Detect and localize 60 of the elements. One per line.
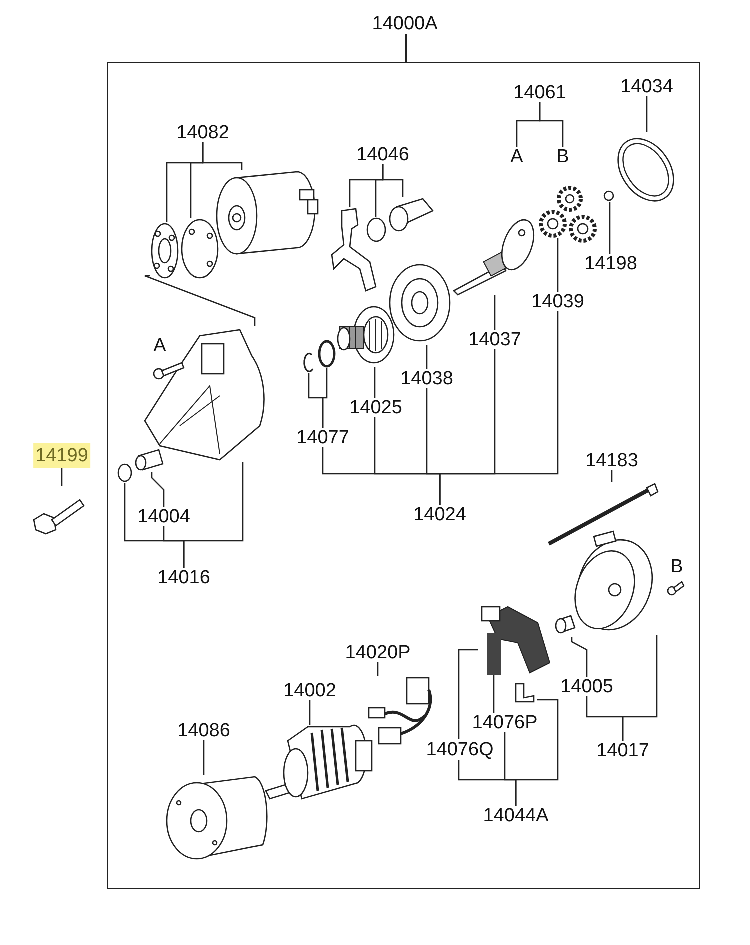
leader-line [557,238,559,292]
part-number: 14004 [138,508,190,526]
leader-line [426,345,428,370]
gear-drawing [538,210,568,238]
leader-line [515,699,559,806]
leader-line [493,675,495,714]
leader-line [539,102,564,148]
leader-line [571,637,588,678]
part-number: 14183 [586,452,638,470]
through-bolt-drawing [545,482,660,548]
part-number: 14061 [514,84,566,102]
leader-line [377,662,379,676]
leader-line [609,202,611,254]
leader-line [611,470,613,482]
part-number: 14198 [584,254,638,274]
leader-line [646,96,648,132]
plate-drawing [180,218,220,280]
part-number: 14025 [350,398,402,418]
ring-drawing [366,217,387,243]
leader-line [203,740,205,775]
armature-drawing [262,725,375,800]
leader-line [439,312,559,506]
part-number: 14020P [345,644,411,662]
leader-line [183,462,244,568]
ring-drawing [117,463,133,483]
part-number: 14046 [356,146,410,164]
gasket-drawing [150,222,180,280]
leader-line [494,295,496,330]
part-number: 14086 [178,722,230,740]
leader-line [202,142,243,170]
part-number: 14082 [176,124,230,142]
part-number: 14034 [620,78,674,96]
part-number: 14039 [532,292,584,312]
leader-line [322,368,328,428]
part-number: 14076P [472,714,538,732]
leader-line [622,635,658,742]
part-number: 14024 [414,506,466,524]
leader-line [374,367,376,398]
leader-line [61,468,63,486]
part-number: 14038 [400,370,454,388]
plunger-drawing [387,197,435,233]
leader-line [309,700,311,725]
ring-drawing [318,340,336,368]
part-number: 14016 [158,568,210,588]
part-number: 14017 [596,742,650,760]
part-number: 14044A [483,806,549,826]
ball-drawing [603,190,615,202]
part-number: A [510,148,524,166]
leader-line [144,275,256,326]
leader-line [382,164,404,197]
part-number: 14002 [284,682,336,700]
snap-ring-drawing [302,352,316,373]
part-number: 14000A [372,14,438,34]
part-number: 14077 [296,428,350,448]
part-number: 14199 [34,444,90,468]
part-number: B [556,148,570,166]
part-number: 14037 [468,330,522,350]
leader-line [151,472,165,508]
bushing-drawing [133,448,165,472]
part-number: 14005 [560,678,614,696]
